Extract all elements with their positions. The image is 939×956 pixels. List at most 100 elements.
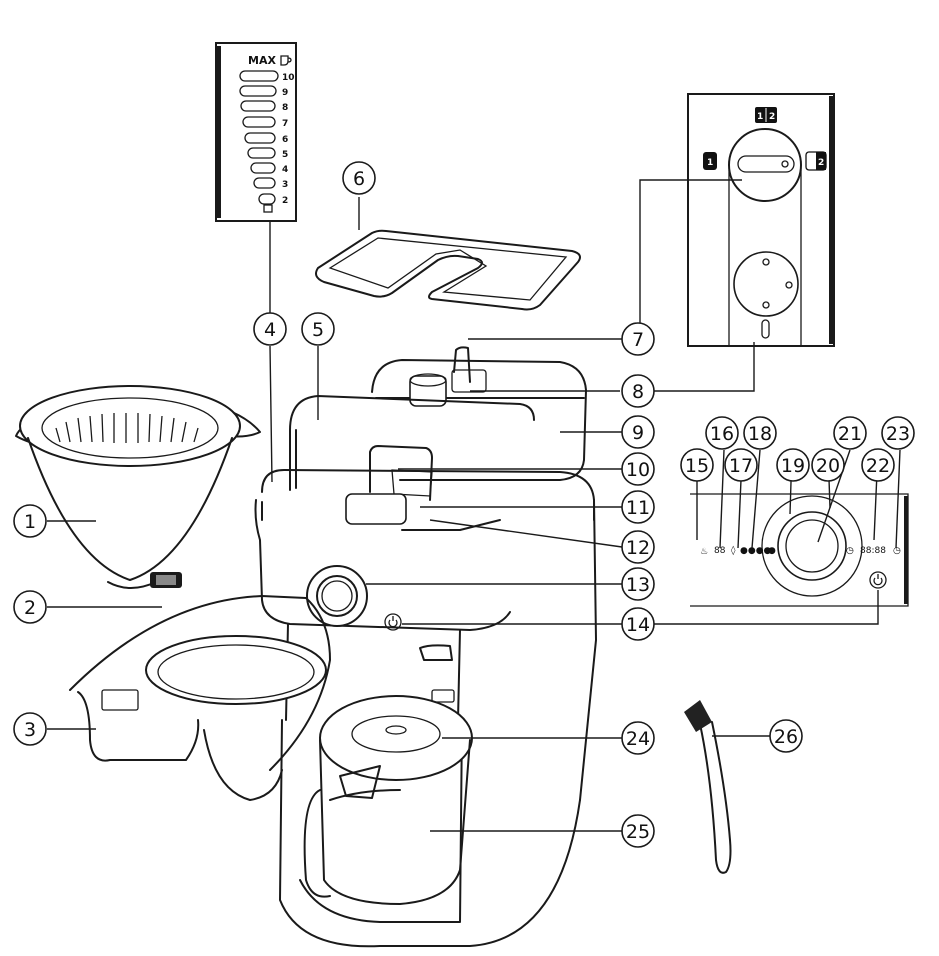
callout-5: 5 [301, 312, 335, 346]
filter-basket [69, 595, 331, 801]
callout-number: 2 [24, 597, 36, 619]
callout-circle [342, 161, 376, 195]
callout-number: 22 [866, 455, 890, 477]
grinder-detail-inset: 1 2 1 2 [687, 93, 835, 347]
callout-circle [253, 312, 287, 346]
callout-14: 14 [621, 607, 655, 641]
position-label: 2 [769, 112, 775, 122]
callout-circle [621, 322, 655, 356]
callout-number: 8 [632, 381, 644, 403]
callout-circle [705, 416, 739, 450]
callout-circle [13, 712, 47, 746]
callout-number: 4 [264, 319, 276, 341]
callout-circle [861, 448, 895, 482]
callout-number: 9 [632, 422, 644, 444]
callout-number: 11 [626, 497, 650, 519]
callout-number: 16 [710, 423, 734, 445]
callout-circle [621, 374, 655, 408]
callout-number: 1 [24, 511, 36, 533]
grinder-selector-dial [728, 128, 802, 202]
gauge-levels: 10 9 8 7 6 5 4 3 2 [239, 70, 295, 213]
callout-number: 21 [838, 423, 862, 445]
gauge-max-label: MAX [248, 54, 276, 67]
filter-holder [15, 385, 261, 589]
callout-12: 12 [621, 530, 655, 564]
callout-circle [769, 719, 803, 753]
gauge-level-label: 8 [282, 103, 288, 113]
control-knob [306, 565, 368, 627]
cups-display: 88 [714, 546, 726, 556]
clock-display: 88:88 [860, 546, 886, 556]
mild-icon: ◊ [731, 545, 736, 556]
callout-6: 6 [342, 161, 376, 195]
selector-slot [737, 155, 795, 173]
callout-18: 18 [743, 416, 777, 450]
strength-icons: ●●●● [740, 546, 772, 556]
callout-number: 20 [816, 455, 840, 477]
callout-15: 15 [680, 448, 714, 482]
callout-circle [621, 607, 655, 641]
coffee-machine-body [254, 346, 597, 948]
callout-2: 2 [13, 590, 47, 624]
clock-icon: ◷ [846, 546, 854, 556]
callout-26: 26 [769, 719, 803, 753]
callout-number: 15 [685, 455, 709, 477]
callout-circle [13, 590, 47, 624]
gauge-level-label: 3 [282, 180, 288, 190]
panel-power-button [869, 571, 887, 589]
gauge-level-label: 6 [282, 135, 288, 145]
callout-number: 3 [24, 719, 36, 741]
callout-circle [833, 416, 867, 450]
position-label: 1 [757, 112, 763, 122]
callout-circle [680, 448, 714, 482]
callout-11: 11 [621, 490, 655, 524]
callout-number: 19 [781, 455, 805, 477]
bean-hopper-outlet [733, 251, 799, 317]
callout-number: 18 [748, 423, 772, 445]
callout-number: 26 [774, 726, 798, 748]
callout-number: 24 [626, 728, 650, 750]
callout-circle [621, 567, 655, 601]
callout-number: 13 [626, 574, 650, 596]
callout-number: 17 [729, 455, 753, 477]
callout-circle [621, 721, 655, 755]
callout-number: 5 [312, 319, 324, 341]
callout-22: 22 [861, 448, 895, 482]
position-marker-left [703, 152, 717, 170]
callout-circle [301, 312, 335, 346]
coffee-strength-symbol: ♨ [700, 547, 708, 557]
callout-number: 12 [626, 537, 650, 559]
callout-20: 20 [811, 448, 845, 482]
gauge-level-label: 2 [282, 196, 288, 206]
callout-10: 10 [621, 452, 655, 486]
gauge-level-label: 10 [282, 73, 295, 83]
callout-number: 7 [632, 329, 644, 351]
callout-circle [811, 448, 845, 482]
timer-icon: ◷ [893, 546, 901, 556]
callout-circle [776, 448, 810, 482]
callout-3: 3 [13, 712, 47, 746]
callout-7: 7 [621, 322, 655, 356]
carafe [303, 695, 473, 905]
callout-8: 8 [621, 374, 655, 408]
gauge-level-label: 4 [282, 165, 288, 175]
callout-number: 14 [626, 614, 650, 636]
water-level-gauge-inset: MAX 10 9 8 7 6 5 4 3 2 [215, 42, 297, 222]
callout-17: 17 [724, 448, 758, 482]
callout-24: 24 [621, 721, 655, 755]
cleaning-brush [684, 700, 732, 874]
callout-25: 25 [621, 814, 655, 848]
gauge-level-label: 7 [282, 119, 288, 129]
callout-13: 13 [621, 567, 655, 601]
position-label: 1 [707, 158, 713, 168]
callout-19: 19 [776, 448, 810, 482]
position-label: 2 [818, 158, 824, 168]
callout-1: 1 [13, 504, 47, 538]
callout-circle [13, 504, 47, 538]
callout-number: 10 [626, 459, 650, 481]
callout-circle [743, 416, 777, 450]
callout-23: 23 [881, 416, 915, 450]
